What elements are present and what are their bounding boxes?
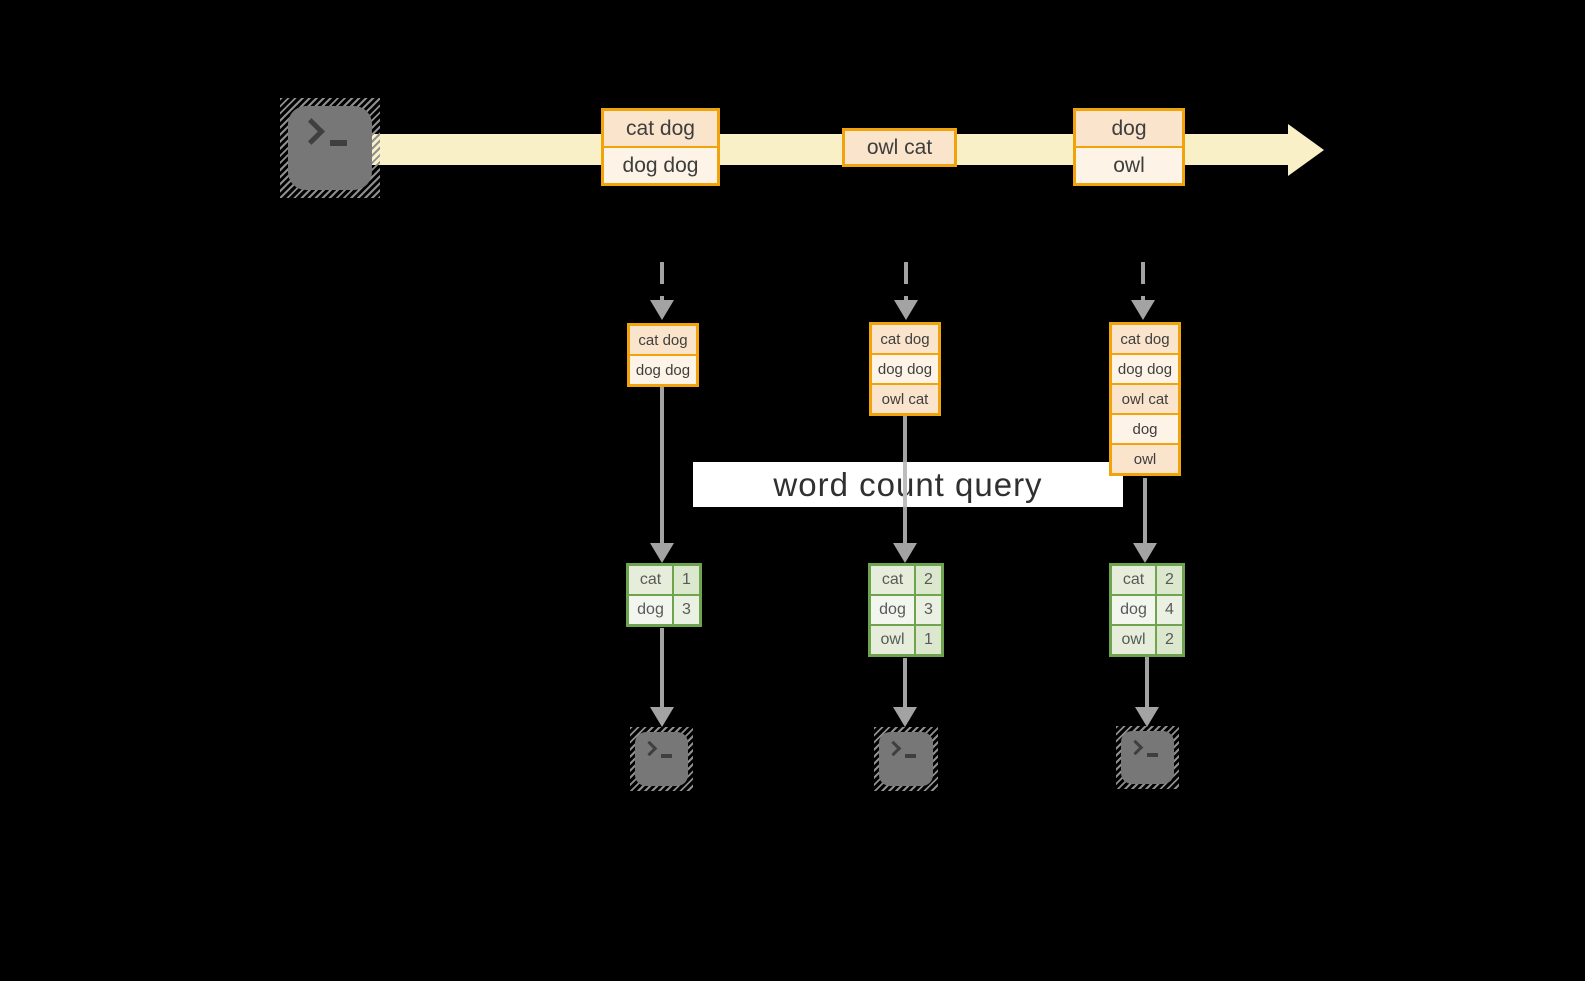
stream-event-box: owl cat	[842, 128, 957, 167]
batch-row-text: dog dog	[630, 354, 696, 384]
batch-row-text: cat dog	[630, 326, 696, 354]
underscore-cursor-icon	[330, 140, 347, 146]
terminal-screen	[879, 732, 933, 786]
table-cell-count: 1	[916, 626, 941, 654]
word-count-table: cat 1 dog 3	[626, 563, 702, 627]
table-cell-count: 3	[674, 596, 699, 624]
dashed-arrow-down-icon	[1131, 262, 1155, 320]
arrow-down-icon	[1133, 478, 1157, 563]
batch-row-text: dog dog	[1112, 353, 1178, 383]
stream-event-box: cat dog dog dog	[601, 108, 720, 186]
table-cell-word: owl	[871, 626, 914, 654]
underscore-cursor-icon	[1147, 753, 1158, 757]
batch-row-text: cat dog	[872, 325, 938, 353]
terminal-screen	[635, 732, 688, 786]
terminal-prompt-glyph	[885, 740, 916, 758]
terminal-icon	[874, 727, 938, 791]
chevron-right-icon	[1127, 739, 1144, 756]
chevron-right-icon	[298, 118, 325, 145]
arrow-down-icon	[650, 628, 674, 727]
word-count-query-label: word count query	[693, 462, 1123, 507]
table-cell-count: 4	[1157, 596, 1182, 624]
dashed-arrow-down-icon	[650, 262, 674, 320]
underscore-cursor-icon	[661, 754, 672, 758]
stream-event-text: dog dog	[604, 146, 717, 183]
terminal-icon	[1116, 726, 1179, 789]
terminal-icon	[280, 98, 380, 198]
micro-batch-box: cat dog dog dog owl cat dog owl	[1109, 322, 1181, 476]
word-count-table: cat 2 dog 4 owl 2	[1109, 563, 1185, 657]
terminal-screen	[1121, 731, 1174, 784]
chevron-right-icon	[641, 740, 658, 757]
batch-row-text: owl cat	[872, 383, 938, 413]
batch-row-text: cat dog	[1112, 325, 1178, 353]
table-cell-count: 2	[916, 566, 941, 594]
batch-row-text: owl cat	[1112, 383, 1178, 413]
table-cell-word: owl	[1112, 626, 1155, 654]
table-cell-word: dog	[1112, 596, 1155, 624]
table-cell-word: dog	[629, 596, 672, 624]
table-cell-word: cat	[629, 566, 672, 594]
stream-event-text: owl	[1076, 146, 1182, 183]
stream-event-box: dog owl	[1073, 108, 1185, 186]
arrow-down-icon	[1135, 657, 1159, 727]
terminal-icon	[630, 727, 693, 791]
batch-row-text: dog dog	[872, 353, 938, 383]
table-cell-word: dog	[871, 596, 914, 624]
table-cell-word: cat	[871, 566, 914, 594]
table-cell-word: cat	[1112, 566, 1155, 594]
terminal-screen	[288, 106, 372, 190]
table-cell-count: 2	[1157, 626, 1182, 654]
word-count-table: cat 2 dog 3 owl 1	[868, 563, 944, 657]
micro-batch-box: cat dog dog dog owl cat	[869, 322, 941, 416]
batch-row-text: owl	[1112, 443, 1178, 473]
table-cell-count: 3	[916, 596, 941, 624]
underscore-cursor-icon	[905, 754, 916, 758]
table-cell-count: 2	[1157, 566, 1182, 594]
arrow-down-icon	[893, 658, 917, 727]
terminal-prompt-glyph	[1127, 739, 1158, 757]
terminal-prompt-glyph	[298, 118, 347, 146]
micro-batch-box: cat dog dog dog	[627, 323, 699, 387]
stream-event-text: owl cat	[845, 131, 954, 164]
batch-row-text: dog	[1112, 413, 1178, 443]
dashed-arrow-down-icon	[894, 262, 918, 320]
table-cell-count: 1	[674, 566, 699, 594]
stream-event-text: cat dog	[604, 111, 717, 146]
arrow-through-banner	[903, 462, 907, 507]
stream-event-text: dog	[1076, 111, 1182, 146]
terminal-prompt-glyph	[641, 740, 672, 758]
chevron-right-icon	[885, 740, 902, 757]
arrow-down-icon	[650, 387, 674, 563]
stream-arrowhead-icon	[1288, 124, 1324, 176]
